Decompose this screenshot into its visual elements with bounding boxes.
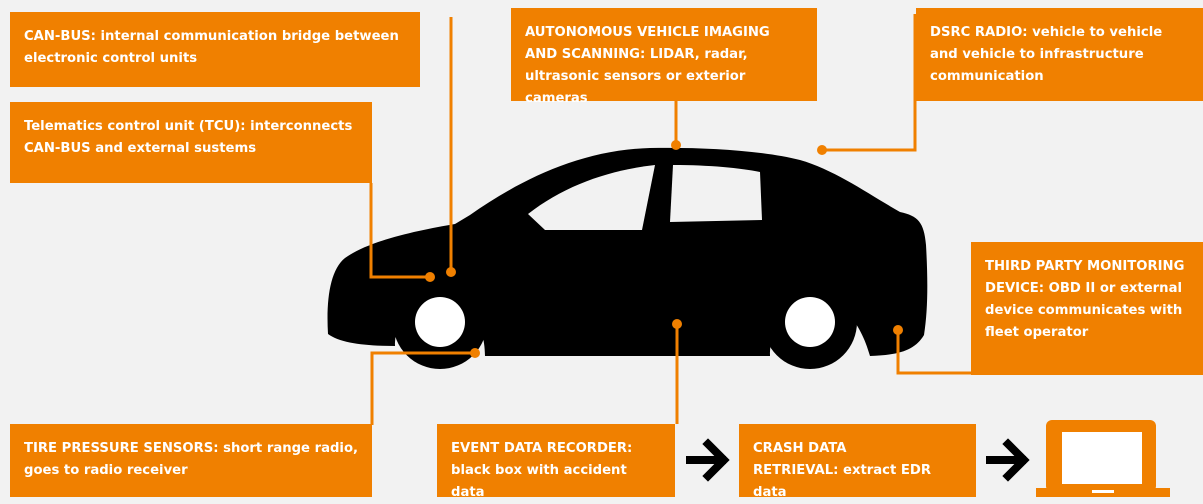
- dot-imaging: [671, 140, 681, 150]
- tire-pressure-label: TIRE PRESSURE SENSORS: short range radio…: [10, 424, 372, 497]
- edr-label: EVENT DATA RECORDER: black box with acci…: [437, 424, 675, 500]
- third-party-label: THIRD PARTY MONITORING DEVICE: OBD II or…: [971, 242, 1203, 375]
- connector-third-party: [896, 330, 972, 375]
- dsrc-label: DSRC RADIO: vehicle to vehicle and vehic…: [916, 8, 1203, 101]
- connector-dsrc: [822, 14, 917, 152]
- laptop-icon: [1036, 420, 1170, 497]
- imaging-label: AUTONOMOUS VEHICLE IMAGING AND SCANNING:…: [511, 8, 817, 106]
- can-bus-label: CAN-BUS: internal communication bridge b…: [10, 12, 420, 87]
- dot-edr: [672, 319, 682, 329]
- tcu-label: Telematics control unit (TCU): interconn…: [10, 102, 372, 183]
- dot-tire-pressure: [470, 348, 480, 358]
- crash-retrieval-label: CRASH DATA RETRIEVAL: extract EDR data: [739, 424, 976, 500]
- connector-tcu: [369, 183, 430, 279]
- dot-can-bus: [446, 267, 456, 277]
- dot-tcu: [425, 272, 435, 282]
- dot-dsrc: [817, 145, 827, 155]
- right-arrow-icon: [986, 438, 1030, 482]
- connector-tire-pressure: [370, 351, 475, 425]
- dot-third-party: [893, 325, 903, 335]
- right-arrow-icon: [686, 438, 730, 482]
- sedan-car-icon: [327, 147, 928, 369]
